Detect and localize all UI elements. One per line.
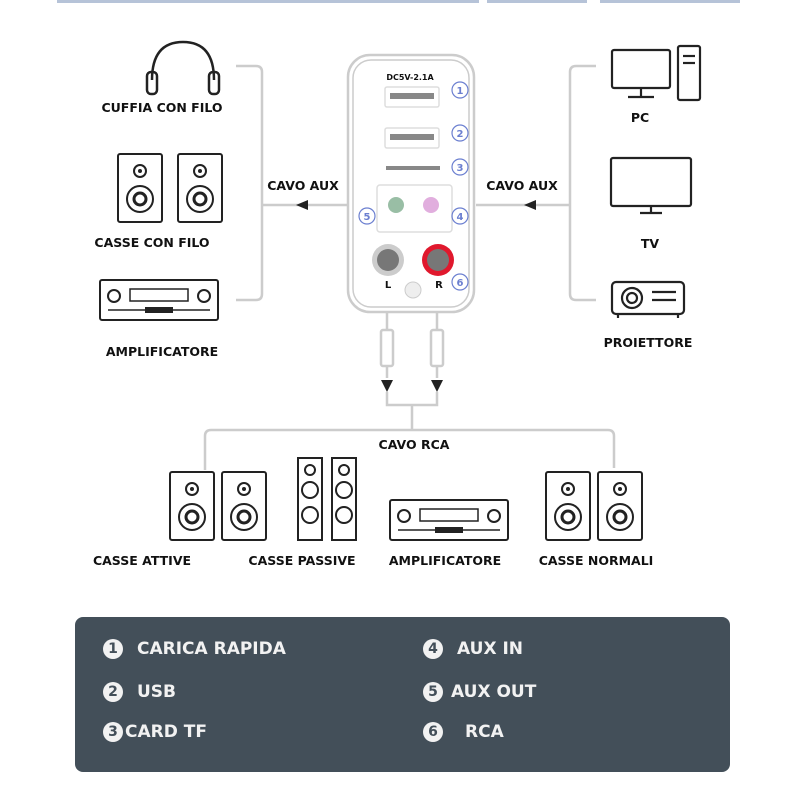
top-bar: [487, 0, 587, 3]
number-badge-icon: 3: [103, 722, 123, 742]
port-number: 5: [364, 212, 371, 223]
port-number: 6: [457, 278, 464, 289]
top-bar: [57, 0, 479, 3]
cable-label-aux-right: CAVO AUX: [486, 178, 558, 193]
device-label: CASSE CON FILO: [94, 235, 209, 250]
arrow-left-icon: [296, 200, 308, 210]
rca-left-jack: [377, 249, 399, 271]
bluetooth-icon: [404, 281, 422, 299]
rca-left-label: L: [385, 280, 392, 291]
legend-item: 1 CARICA RAPIDA: [103, 639, 286, 659]
device-label: PC: [631, 110, 649, 125]
aux-out-jack: [388, 197, 404, 213]
passive-speakers-icon: [297, 457, 357, 541]
device-label: PROIETTORE: [604, 335, 693, 350]
number-badge-icon: 2: [103, 682, 123, 702]
device-label: CUFFIA CON FILO: [101, 100, 222, 115]
number-badge-icon: 5: [423, 682, 443, 702]
number-badge-icon: 6: [423, 722, 443, 742]
legend-label: USB: [137, 682, 177, 702]
power-label: DC5V-2.1A: [386, 73, 434, 82]
port-number: 1: [457, 86, 464, 97]
bluetooth-adapter-device: DC5V-2.1A L R 1 2 3 4 5 6: [346, 53, 476, 314]
legend-label: CARICA RAPIDA: [137, 639, 286, 659]
number-badge-icon: 1: [103, 639, 123, 659]
rca-right-jack: [427, 249, 449, 271]
arrow-left-icon: [524, 200, 536, 210]
rca-right-label: R: [435, 280, 443, 291]
cable-label-rca: CAVO RCA: [379, 437, 450, 452]
device-label: AMPLIFICATORE: [106, 344, 218, 359]
legend-item: 6 RCA: [423, 722, 504, 742]
headphones-icon: [145, 40, 221, 96]
port-number: 2: [457, 129, 464, 140]
port-number: 3: [457, 163, 464, 174]
legend-item: 5 AUX OUT: [423, 682, 536, 702]
arrow-down-icon: [381, 380, 393, 392]
top-bar: [600, 0, 740, 3]
arrow-down-icon: [431, 380, 443, 392]
legend-label: AUX OUT: [451, 682, 537, 702]
device-label: TV: [641, 236, 660, 251]
pc-icon: [610, 44, 702, 102]
legend-item: 2 USB: [103, 682, 176, 702]
rca-cable: [203, 312, 616, 470]
legend-label: CARD TF: [125, 722, 207, 742]
port-number: 4: [457, 212, 464, 223]
tf-card-slot: [386, 166, 440, 170]
legend-item: 4 AUX IN: [423, 639, 523, 659]
active-speakers-icon: [168, 470, 268, 542]
number-badge-icon: 4: [423, 639, 443, 659]
aux-in-jack: [423, 197, 439, 213]
device-label: CASSE NORMALI: [539, 553, 654, 568]
speakers-icon: [116, 152, 224, 224]
legend-label: AUX IN: [457, 639, 524, 659]
device-label: CASSE PASSIVE: [248, 553, 355, 568]
projector-icon: [610, 280, 686, 318]
tv-icon: [609, 156, 693, 215]
device-label: CASSE ATTIVE: [93, 553, 191, 568]
normal-speakers-icon: [544, 470, 644, 542]
legend-label: RCA: [465, 722, 504, 742]
connection-diagram: CUFFIA CON FILO CASSE CON FILO AMPLIFICA…: [93, 40, 702, 568]
device-label: AMPLIFICATORE: [389, 553, 501, 568]
amplifier-icon: [389, 499, 509, 541]
right-bracket: [476, 64, 596, 302]
amplifier-icon: [99, 279, 219, 321]
cable-label-aux-left: CAVO AUX: [267, 178, 339, 193]
